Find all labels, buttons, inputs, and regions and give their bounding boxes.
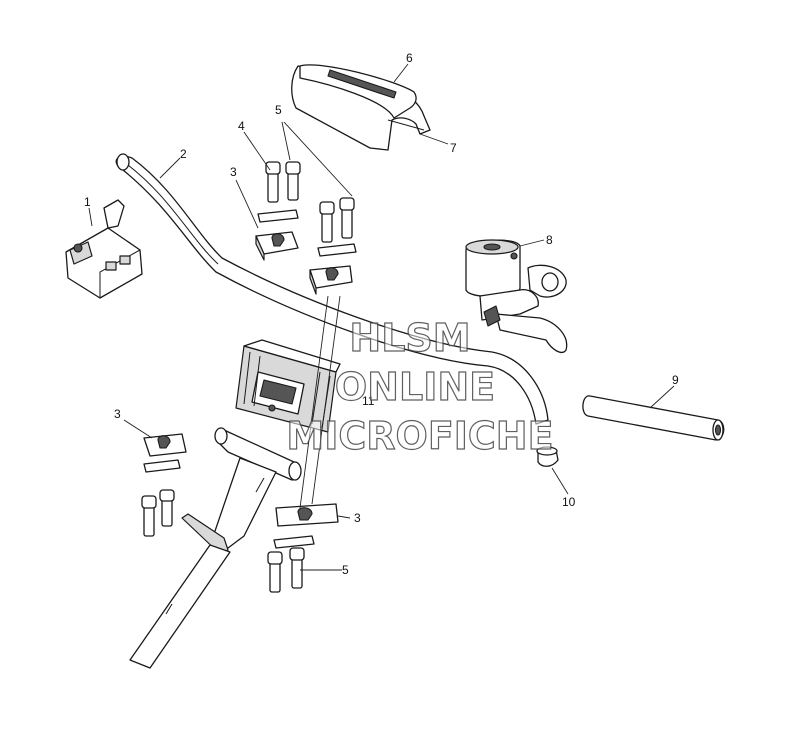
callout-5-upper: 5 <box>275 103 282 117</box>
callout-11: 11 <box>362 394 375 408</box>
upper-clamp-left <box>255 209 299 261</box>
bar-end-plug <box>536 446 559 467</box>
switch-housing <box>65 199 143 299</box>
callout-3-upper: 3 <box>230 165 237 179</box>
callout-7: 7 <box>450 141 457 155</box>
callout-1: 1 <box>84 195 91 209</box>
lower-clamp-left <box>143 433 187 473</box>
assembly-guide-lines <box>299 295 341 509</box>
callout-10: 10 <box>562 495 576 509</box>
callout-2: 2 <box>180 147 187 161</box>
lower-bolts-right <box>267 547 305 593</box>
riser-block <box>235 339 341 433</box>
callout-4: 4 <box>238 119 245 133</box>
steering-column <box>129 427 302 669</box>
brake-master-cylinder <box>465 239 568 354</box>
upper-bolts-right <box>319 197 355 243</box>
callout-8: 8 <box>546 233 553 247</box>
lower-bolts-left <box>141 489 175 537</box>
upper-clamp-right <box>309 243 357 295</box>
watermark-line-3: MICROFICHE <box>286 414 553 458</box>
upper-bolts-left <box>265 161 301 203</box>
callout-9: 9 <box>672 373 679 387</box>
watermark-line-1: HLSM <box>349 316 470 360</box>
callout-5-lower: 5 <box>342 563 349 577</box>
lower-clamp-right <box>273 503 339 549</box>
callout-3-lower-left: 3 <box>114 407 121 421</box>
watermark-line-2: ONLINE <box>335 365 495 409</box>
callout-6: 6 <box>406 51 413 65</box>
handlebar <box>115 153 549 425</box>
callouts: 1 2 3 4 5 6 7 8 9 10 11 3 3 5 <box>84 51 679 577</box>
callout-3-lower-right: 3 <box>354 511 361 525</box>
watermark: HLSM ONLINE MICROFICHE <box>286 315 554 458</box>
grip <box>582 395 725 441</box>
leader-lines <box>88 63 675 571</box>
handlebar-pad <box>291 64 431 151</box>
